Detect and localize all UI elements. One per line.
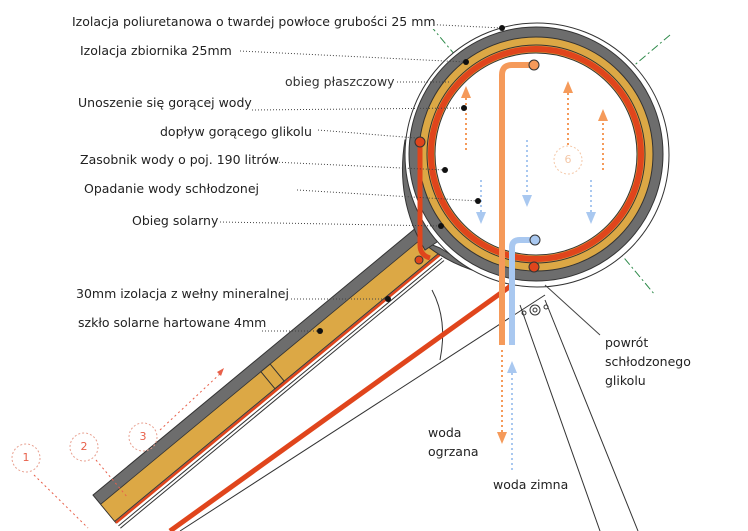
return-pipe [168,282,514,531]
label-solar-glass: szkło solarne hartowane 4mm [78,315,267,330]
marker-2: 2 [80,440,88,453]
label-hot-glycol-inflow: dopływ gorącego glikolu [160,124,312,139]
label-solar-circuit: Obieg solarny [132,213,219,228]
frame [179,289,639,531]
leader-dots [317,25,505,334]
label-mineral-wool: 30mm izolacja z wełny mineralnej [76,286,289,301]
hot-water-pipe [499,62,534,345]
solar-collector [92,226,445,529]
label-pu-insulation: Izolacja poliuretanowa o twardej powłoce… [72,14,436,29]
marker-circles [11,145,583,473]
marker-3: 3 [139,430,147,443]
leader-lines [219,21,601,336]
label-cooled-glycol-return: powrót schłodzonego glikolu [605,333,735,390]
label-jacket-circuit: obieg płaszczowy [285,74,395,89]
flow-arrows [33,81,608,529]
label-heated-water: woda ogrzana [428,423,482,461]
label-tank: Zasobnik wody o poj. 190 litrów [80,152,280,167]
marker-1: 1 [22,451,30,464]
label-hot-water-rise: Unoszenie się gorącej wody [78,95,252,110]
label-cold-water: woda zimna [493,477,569,492]
label-cooled-water-fall: Opadanie wody schłodzonej [84,181,259,196]
marker-6: 6 [564,153,572,166]
label-tank-insulation: Izolacja zbiornika 25mm [80,43,232,58]
cold-water-pipe [509,237,535,345]
